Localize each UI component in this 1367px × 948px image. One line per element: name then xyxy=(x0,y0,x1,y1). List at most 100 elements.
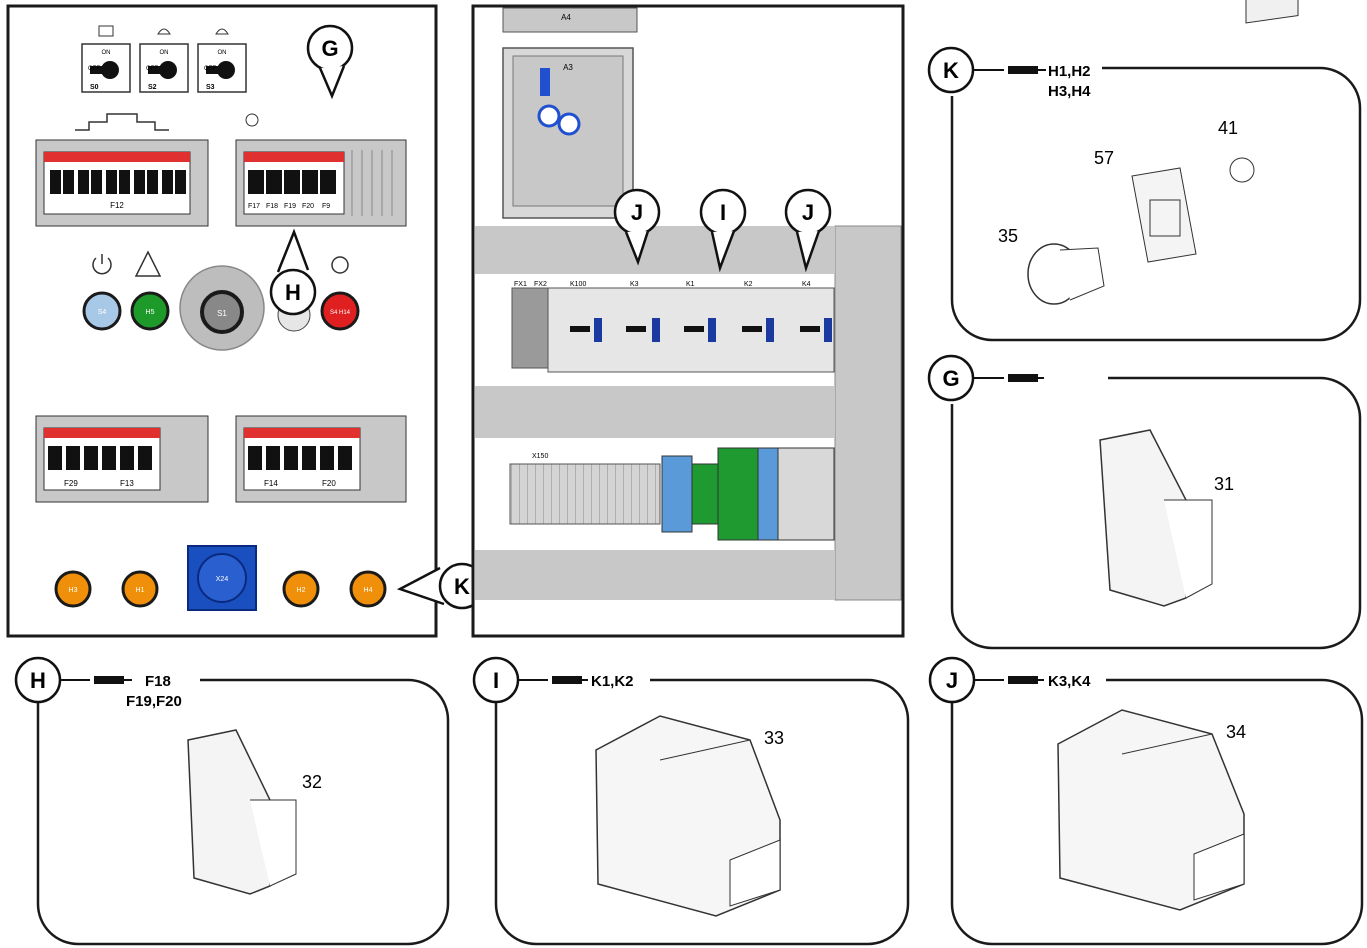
part-number-57: 57 xyxy=(1094,148,1114,168)
socket-x24: X24 xyxy=(187,545,257,611)
detail-box-k: K H1,H2 H3,H4 41 57 35 xyxy=(927,0,1362,342)
breaker-group-1: F12 xyxy=(35,113,209,227)
cabinet-interior: A4 A3 FX1 FX2 K100 xyxy=(471,4,905,638)
button-label-s4-h14: S4 H14 xyxy=(330,310,351,316)
switch-label-s0: S0 xyxy=(90,84,99,91)
part-number-32: 32 xyxy=(302,772,322,792)
terminal-label-k3: K3 xyxy=(630,281,639,288)
switch-on-label: ON xyxy=(218,50,227,56)
socket-label: X24 xyxy=(216,576,229,583)
lamp-icon xyxy=(215,28,229,35)
switch-on-label: ON xyxy=(160,50,169,56)
detail-j-refs-1: K3,K4 xyxy=(1048,673,1091,690)
part-31-illustration xyxy=(1099,429,1213,607)
callout-g: G xyxy=(306,24,354,100)
part-57-illustration xyxy=(1131,167,1197,263)
terminal-label-fx2: FX2 xyxy=(534,281,547,288)
callout-i: I xyxy=(699,188,747,273)
breaker-label-f29: F29 xyxy=(64,479,78,488)
detail-box-g: G 31 xyxy=(927,354,1362,650)
callout-h-letter: H xyxy=(285,280,301,305)
callout-j-right: J xyxy=(784,188,832,273)
part-number-41: 41 xyxy=(1218,118,1238,138)
part-33-illustration xyxy=(595,715,781,917)
detail-box-j: J K3,K4 34 xyxy=(928,656,1364,946)
lamp-label-h4: H4 xyxy=(364,587,373,594)
terminal-label-k100: K100 xyxy=(570,281,586,288)
breaker-label-f14: F14 xyxy=(264,479,278,488)
lamp-label-h3: H3 xyxy=(69,587,78,594)
lamp-row: H3 H1 X24 H2 H4 xyxy=(54,545,387,611)
terminal-label-k1: K1 xyxy=(686,281,695,288)
part-32-illustration xyxy=(187,729,297,895)
breaker-group-3: F29 F13 xyxy=(35,415,209,503)
selector-switch-s3: ON OFF S3 xyxy=(197,28,247,93)
screwdriver-icon xyxy=(94,676,124,684)
detail-i-letter: I xyxy=(493,668,499,693)
lamp-h2: H2 xyxy=(282,570,320,608)
screwdriver-icon xyxy=(1008,374,1038,382)
pushbutton-s4-h14: S4 H14 xyxy=(320,291,360,331)
terminal-label-x150: X150 xyxy=(532,453,548,460)
emergency-stop-s1: S1 xyxy=(179,265,265,351)
part-number-34: 34 xyxy=(1226,722,1246,742)
timer-icon xyxy=(331,256,349,274)
button-label-s4: S4 xyxy=(98,309,107,316)
terminal-label-k4: K4 xyxy=(802,281,811,288)
lamp-h3: H3 xyxy=(54,570,92,608)
pushbutton-s4: S4 xyxy=(82,291,122,331)
selector-switch-s0: ON OFF S0 xyxy=(81,25,131,93)
detail-i-refs-1: K1,K2 xyxy=(591,673,634,690)
terminal-strip-x150: X150 xyxy=(509,447,835,541)
detail-h-refs-1: F18 xyxy=(145,673,171,690)
detail-k-refs-1: H1,H2 xyxy=(1048,63,1091,80)
callout-j-left: J xyxy=(613,188,661,266)
switch-off-label: OFF xyxy=(88,66,100,72)
breaker-label-f20b: F20 xyxy=(322,479,336,488)
switch-off-label: OFF xyxy=(146,66,158,72)
detail-h-refs-2: F19,F20 xyxy=(126,693,182,710)
switch-label-s2: S2 xyxy=(148,84,157,91)
lamp-label-h1: H1 xyxy=(136,587,145,594)
module-a3-label: A3 xyxy=(563,63,573,72)
network-icon xyxy=(75,113,169,131)
breaker-label-f18: F18 xyxy=(266,203,278,210)
detail-j-letter: J xyxy=(946,668,958,693)
switch-label-s3: S3 xyxy=(206,84,215,91)
selector-switch-group: ON OFF S0 ON OFF S2 ON OFF S3 xyxy=(81,25,247,93)
screwdriver-icon xyxy=(1008,676,1038,684)
module-a3: A3 xyxy=(502,47,634,219)
contactor-rail: FX1 FX2 K100 K3 K1 K2 K4 xyxy=(511,281,835,373)
part-number-35: 35 xyxy=(998,226,1018,246)
callout-h: H xyxy=(269,228,317,316)
part-35-illustration xyxy=(1027,243,1105,305)
breaker-label-f9: F9 xyxy=(322,203,330,210)
selector-switch-s2: ON OFF S2 xyxy=(139,28,189,93)
part-number-31: 31 xyxy=(1214,474,1234,494)
lamp-h4: H4 xyxy=(349,570,387,608)
button-label-s1: S1 xyxy=(217,309,227,318)
callout-i-letter: I xyxy=(720,200,726,225)
detail-g-letter: G xyxy=(942,366,959,391)
button-label-h5: H5 xyxy=(146,309,155,316)
module-a4: A4 xyxy=(502,7,638,33)
detail-h-letter: H xyxy=(30,668,46,693)
breaker-label-f13: F13 xyxy=(120,479,134,488)
printer-icon xyxy=(98,25,114,37)
lamp-label-h2: H2 xyxy=(297,587,306,594)
lamp-icon xyxy=(157,28,171,35)
breaker-label-f12: F12 xyxy=(110,201,124,210)
control-panel-door: ON OFF S0 ON OFF S2 ON OFF S3 xyxy=(6,4,486,638)
screwdriver-icon xyxy=(1008,66,1038,74)
breaker-label-f20: F20 xyxy=(302,203,314,210)
terminal-label-k2: K2 xyxy=(744,281,753,288)
breaker-label-f19: F19 xyxy=(284,203,296,210)
lamp-h1: H1 xyxy=(121,570,159,608)
breaker-group-2: F17 F18 F19 F20 F9 xyxy=(235,113,407,227)
lightbulb-icon xyxy=(245,113,259,127)
module-a4-label: A4 xyxy=(561,13,571,22)
warning-icon xyxy=(134,250,162,277)
terminal-label-fx1: FX1 xyxy=(514,281,527,288)
callout-g-letter: G xyxy=(321,36,338,61)
